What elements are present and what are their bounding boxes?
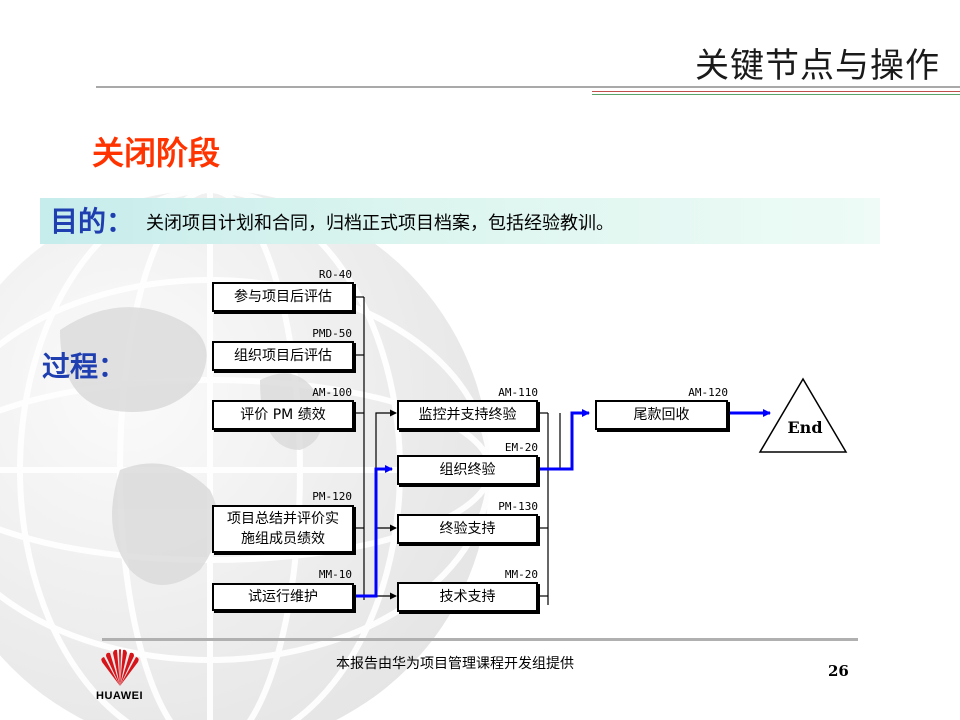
footer-divider	[102, 638, 858, 641]
node-code-am-120: AM-120	[688, 386, 728, 399]
end-label: End	[787, 418, 823, 437]
purpose-band	[40, 198, 880, 244]
node-code-em-20: EM-20	[504, 441, 538, 454]
node-code-pmd-50: PMD-50	[312, 327, 352, 340]
node-organize-final-acceptance: 组织终验	[397, 455, 538, 485]
title-accent-line-green	[592, 94, 960, 95]
node-code-pm-120: PM-120	[312, 490, 352, 503]
footer-provider-text: 本报告由华为项目管理课程开发组提供	[336, 656, 574, 672]
process-label: 过程：	[42, 350, 127, 383]
node-code-mm-20: MM-20	[504, 568, 538, 581]
node-participate-post-review: 参与项目后评估	[212, 282, 354, 312]
node-code-am-100: AM-100	[312, 386, 352, 399]
purpose-label: 目的：	[50, 205, 135, 238]
node-technical-support: 技术支持	[397, 582, 538, 612]
end-triangle	[758, 377, 848, 453]
title-divider	[96, 86, 960, 88]
purpose-text: 关闭项目计划和合同，归档正式项目档案，包括经验教训。	[146, 213, 614, 234]
title-accent-line-red	[592, 91, 960, 92]
page-number: 26	[828, 662, 849, 680]
phase-title: 关闭阶段	[92, 134, 221, 172]
node-final-acceptance-support: 终验支持	[397, 514, 538, 544]
huawei-logo-icon	[101, 649, 139, 686]
slide-title: 关键节点与操作	[695, 46, 940, 86]
node-code-am-110: AM-110	[498, 386, 538, 399]
node-monitor-final-acceptance: 监控并支持终验	[397, 400, 538, 430]
node-project-summary: 项目总结并评价实施组成员绩效	[212, 505, 354, 553]
node-final-payment-collection: 尾款回收	[595, 400, 728, 430]
node-evaluate-pm-performance: 评价 PM 绩效	[212, 400, 354, 430]
node-code-pm-130: PM-130	[498, 500, 538, 513]
node-code-ro-40: RO-40	[318, 268, 352, 281]
node-trial-maintenance: 试运行维护	[212, 583, 354, 611]
node-code-mm-10: MM-10	[318, 568, 352, 581]
huawei-logo-text: HUAWEI	[96, 690, 143, 702]
node-organize-post-review: 组织项目后评估	[212, 341, 354, 371]
